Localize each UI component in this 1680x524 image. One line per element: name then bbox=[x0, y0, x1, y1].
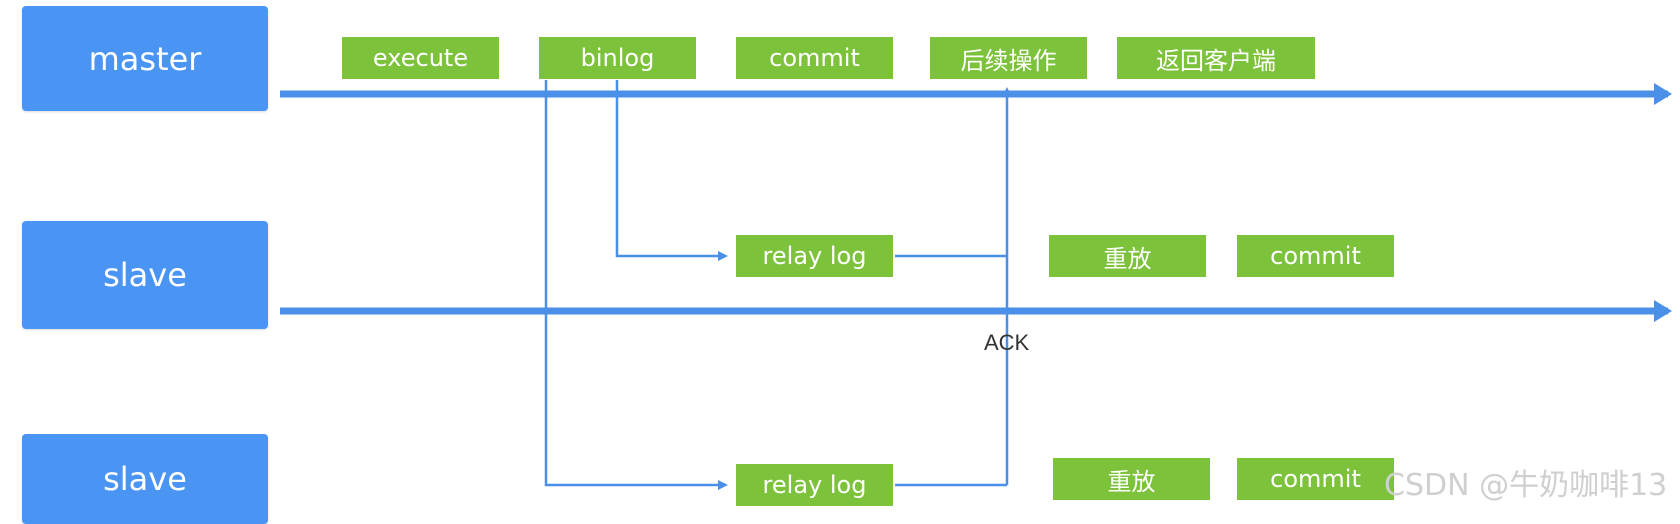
ack-label: ACK bbox=[984, 330, 1030, 355]
master-step-followup: 后续操作 bbox=[930, 37, 1087, 79]
slave-1-step-commit: commit bbox=[1237, 235, 1394, 277]
timeline-connectors bbox=[280, 80, 1672, 490]
slave-2-step-relay-log: relay log bbox=[736, 464, 893, 506]
master-node: master bbox=[22, 6, 268, 111]
slave-node-1: slave bbox=[22, 221, 268, 329]
slave-1-step-replay: 重放 bbox=[1049, 235, 1206, 277]
slave-2-step-replay: 重放 bbox=[1053, 458, 1210, 500]
binlog-to-slave-1-arrow bbox=[615, 80, 728, 261]
binlog-to-slave-2-arrow bbox=[544, 80, 728, 490]
slave-2-step-commit: commit bbox=[1237, 458, 1394, 500]
master-step-binlog: binlog bbox=[539, 37, 696, 79]
master-step-execute: execute bbox=[342, 37, 499, 79]
slave-1-step-relay-log: relay log bbox=[736, 235, 893, 277]
slave-node-2: slave bbox=[22, 434, 268, 524]
master-step-return-client: 返回客户端 bbox=[1117, 37, 1315, 79]
master-step-commit: commit bbox=[736, 37, 893, 79]
watermark: CSDN @牛奶咖啡13 bbox=[1384, 468, 1668, 503]
